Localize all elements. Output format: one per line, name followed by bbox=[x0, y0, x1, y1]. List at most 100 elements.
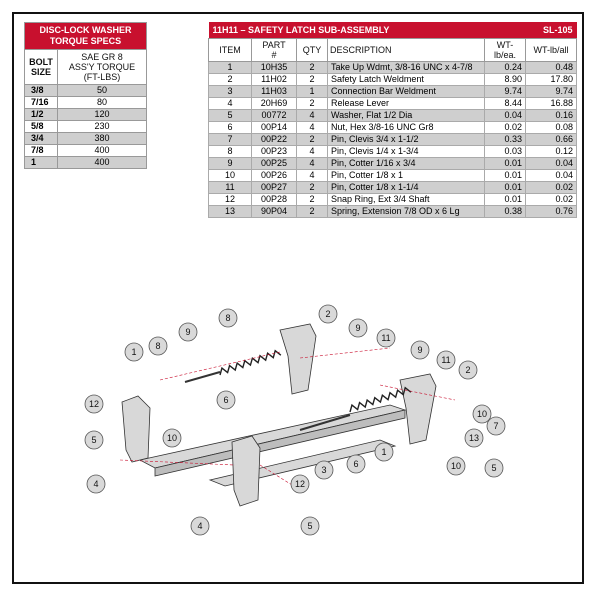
item-cell: 6 bbox=[208, 121, 252, 134]
release-lever-left bbox=[121, 395, 151, 463]
description-cell: Spring, Extension 7/8 OD x 6 Lg bbox=[327, 205, 485, 218]
assembly-line bbox=[299, 347, 391, 359]
spring-left bbox=[219, 349, 282, 376]
callout-bubble bbox=[190, 516, 210, 536]
qty-cell: 2 bbox=[296, 205, 328, 218]
callout-bubble bbox=[124, 342, 144, 362]
weight-all-cell: 0.04 bbox=[525, 157, 577, 170]
qty-cell: 4 bbox=[296, 121, 328, 134]
description-cell: Snap Ring, Ext 3/4 Shaft bbox=[327, 193, 485, 206]
item-cell: 2 bbox=[208, 73, 252, 86]
weight-each-cell: 8.44 bbox=[484, 97, 526, 110]
callout-label: 11 bbox=[381, 333, 390, 343]
take-up-rod-right bbox=[299, 414, 351, 431]
callout-label: 10 bbox=[451, 461, 461, 471]
item-cell: 12 bbox=[208, 193, 252, 206]
item-column-header: ITEM bbox=[208, 38, 252, 62]
torque-table-title: DISC-LOCK WASHER TORQUE SPECS bbox=[24, 22, 147, 50]
description-cell: Pin, Cotter 1/16 x 3/4 bbox=[327, 157, 485, 170]
assembly-line bbox=[119, 459, 236, 466]
part-number-cell: 00772 bbox=[251, 109, 297, 122]
callout-bubble bbox=[374, 442, 394, 462]
qty-cell: 4 bbox=[296, 109, 328, 122]
callout-bubble bbox=[314, 460, 334, 480]
weight-each-cell: 9.74 bbox=[484, 85, 526, 98]
part-column-header: PART # bbox=[251, 38, 297, 62]
callout-bubble bbox=[376, 328, 396, 348]
qty-cell: 4 bbox=[296, 169, 328, 182]
callout-label: 10 bbox=[167, 433, 177, 443]
weight-each-cell: 0.01 bbox=[484, 181, 526, 194]
callout-label: 8 bbox=[155, 341, 160, 351]
bolt-size-header: BOLT SIZE bbox=[24, 49, 58, 85]
item-cell: 1 bbox=[208, 61, 252, 74]
part-number-cell: 00P27 bbox=[251, 181, 297, 194]
description-cell: Pin, Clevis 1/4 x 1-3/4 bbox=[327, 145, 485, 158]
callout-bubble bbox=[348, 318, 368, 338]
callout-bubble bbox=[486, 416, 506, 436]
qty-column-header: QTY bbox=[296, 38, 328, 62]
weight-all-cell: 0.76 bbox=[525, 205, 577, 218]
weight-all-cell: 0.16 bbox=[525, 109, 577, 122]
callout-bubble bbox=[84, 430, 104, 450]
item-cell: 8 bbox=[208, 145, 252, 158]
take-up-rod-left bbox=[184, 371, 221, 383]
callout-bubble bbox=[446, 456, 466, 476]
callout-label: 3 bbox=[321, 465, 326, 475]
assembly-line bbox=[159, 351, 281, 381]
part-number-cell: 00P14 bbox=[251, 121, 297, 134]
description-cell: Connection Bar Weldment bbox=[327, 85, 485, 98]
description-cell: Pin, Cotter 1/8 x 1 bbox=[327, 169, 485, 182]
weight-all-cell: 9.74 bbox=[525, 85, 577, 98]
release-lever-front bbox=[231, 435, 261, 507]
callout-label: 7 bbox=[493, 421, 498, 431]
item-cell: 3 bbox=[208, 85, 252, 98]
part-number-cell: 11H02 bbox=[251, 73, 297, 86]
weight-each-cell: 0.03 bbox=[484, 145, 526, 158]
qty-cell: 2 bbox=[296, 193, 328, 206]
parts-list-table: 11H11 – SAFETY LATCH SUB-ASSEMBLY SL-105… bbox=[208, 22, 577, 218]
part-number-cell: 11H03 bbox=[251, 85, 297, 98]
item-cell: 5 bbox=[208, 109, 252, 122]
description-cell: Washer, Flat 1/2 Dia bbox=[327, 109, 485, 122]
item-cell: 7 bbox=[208, 133, 252, 146]
item-cell: 11 bbox=[208, 181, 252, 194]
page-frame bbox=[12, 12, 584, 584]
connection-bar-face bbox=[154, 409, 406, 477]
callout-label: 9 bbox=[185, 327, 190, 337]
callout-bubble bbox=[346, 454, 366, 474]
weight-each-cell: 0.02 bbox=[484, 121, 526, 134]
callout-bubble bbox=[178, 322, 198, 342]
part-number-cell: 00P22 bbox=[251, 133, 297, 146]
callout-bubble bbox=[216, 390, 236, 410]
weight-all-cell: 0.12 bbox=[525, 145, 577, 158]
safety-latch-rear bbox=[279, 323, 317, 395]
weight-all-cell: 0.48 bbox=[525, 61, 577, 74]
weight-each-cell: 0.01 bbox=[484, 169, 526, 182]
callout-label: 5 bbox=[307, 521, 312, 531]
callout-bubble bbox=[290, 474, 310, 494]
weight-all-cell: 0.02 bbox=[525, 181, 577, 194]
callout-bubble bbox=[464, 428, 484, 448]
callout-bubble bbox=[218, 308, 238, 328]
part-number-cell: 00P23 bbox=[251, 145, 297, 158]
callout-label: 4 bbox=[93, 479, 98, 489]
callout-label: 2 bbox=[325, 309, 330, 319]
callout-bubble bbox=[318, 304, 338, 324]
callout-bubble bbox=[300, 516, 320, 536]
description-cell: Nut, Hex 3/8-16 UNC Gr8 bbox=[327, 121, 485, 134]
assembly-line bbox=[379, 384, 456, 401]
description-cell: Pin, Clevis 3/4 x 1-1/2 bbox=[327, 133, 485, 146]
